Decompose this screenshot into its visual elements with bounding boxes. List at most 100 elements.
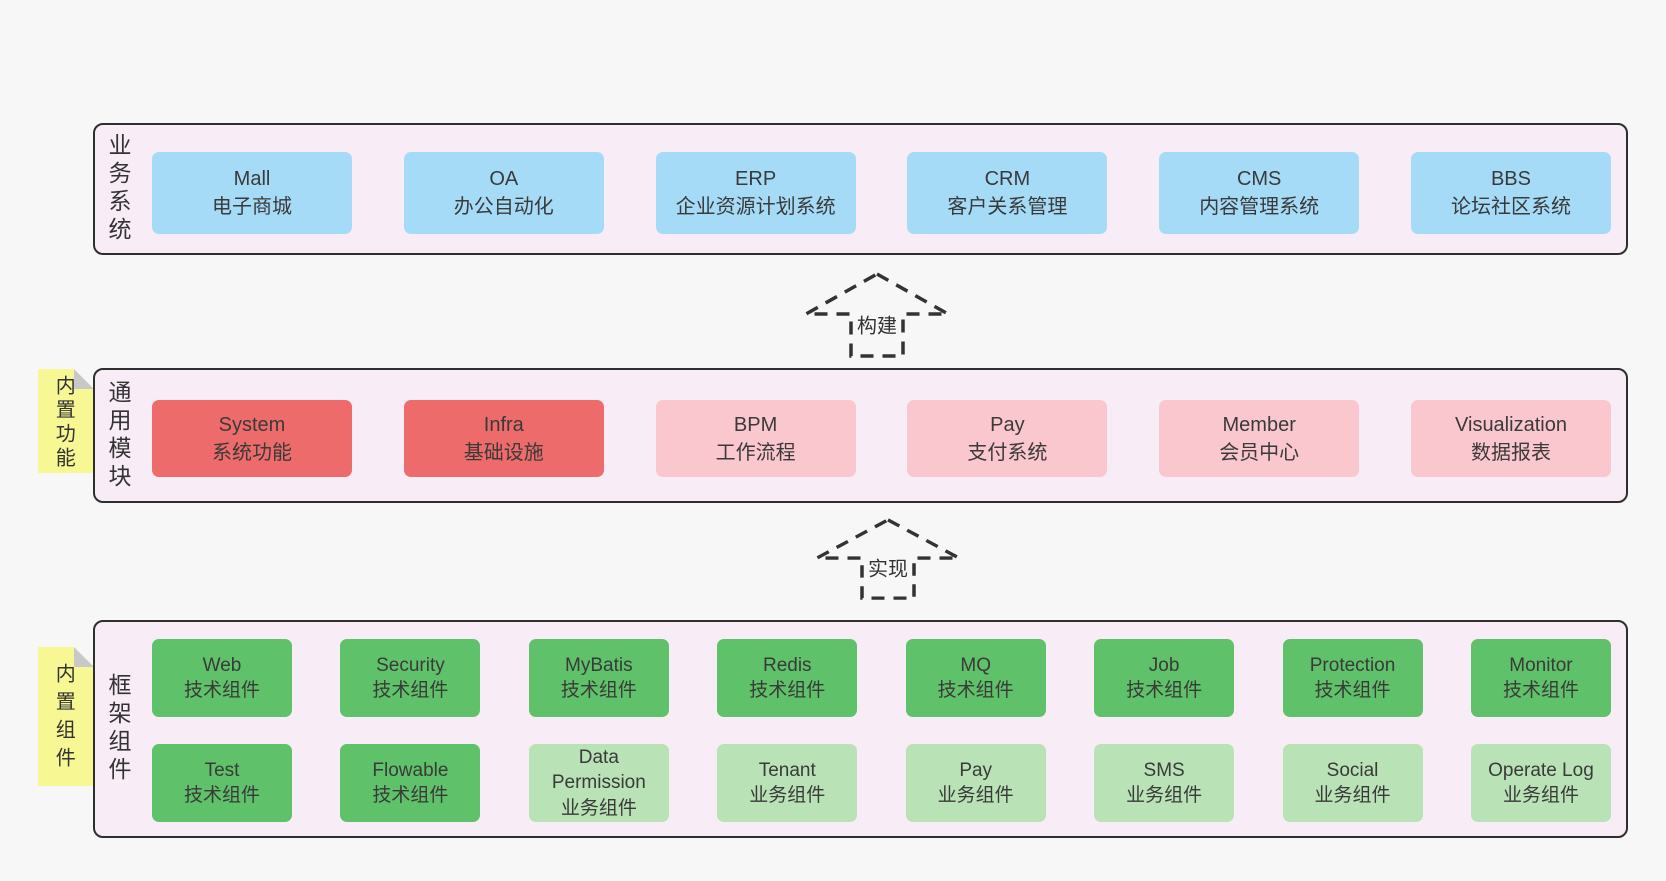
sticky-note-built-in-functions: 内置功能 [38, 369, 94, 473]
box-name: MQ [960, 654, 991, 676]
folded-corner-icon [74, 369, 94, 389]
box-name: Job [1148, 654, 1180, 676]
band-business-systems: 业务系统 Mall 电子商城 OA 办公自动化 ERP 企业资源计划系统 CRM… [93, 123, 1628, 255]
box-name: BPM [733, 413, 778, 436]
box-desc: 业务组件 [1502, 785, 1579, 806]
box-mq: MQ 技术组件 [905, 639, 1046, 717]
box-name: CMS [1236, 168, 1282, 190]
box-job: Job 技术组件 [1094, 639, 1235, 717]
box-desc: 业务组件 [1126, 785, 1203, 806]
box-desc: 技术组件 [372, 785, 449, 806]
box-cms: CMS 内容管理系统 [1159, 152, 1360, 234]
box-desc: 技术组件 [372, 680, 449, 701]
box-desc: 企业资源计划系统 [675, 196, 836, 218]
box-name: Data Permission [551, 747, 646, 794]
box-system: System 系统功能 [152, 400, 352, 477]
box-desc: 工作流程 [715, 441, 796, 464]
box-desc: 业务组件 [749, 785, 826, 806]
box-monitor: Monitor 技术组件 [1470, 639, 1611, 717]
box-data-permission: Data Permission 业务组件 [528, 744, 669, 822]
box-name: Tenant [758, 759, 816, 781]
box-name: CRM [984, 168, 1031, 190]
box-protection: Protection 技术组件 [1282, 639, 1423, 717]
sticky-note-built-in-components: 内置组件 [38, 647, 94, 786]
box-desc: 技术组件 [1502, 680, 1579, 701]
band-framework-components: 框架组件 Web 技术组件 Security 技术组件 MyBatis 技术组件… [93, 620, 1628, 838]
box-desc: 技术组件 [1126, 680, 1203, 701]
box-infra: Infra 基础设施 [403, 400, 604, 477]
framework-row-1: Web 技术组件 Security 技术组件 MyBatis 技术组件 Redi… [152, 639, 1611, 717]
box-name: Visualization [1455, 413, 1567, 436]
box-redis: Redis 技术组件 [717, 639, 858, 717]
box-name: MyBatis [565, 654, 633, 676]
box-name: Security [376, 654, 445, 676]
box-pay-module: Pay 支付系统 [907, 400, 1108, 477]
box-name: Protection [1309, 654, 1396, 676]
box-name: SMS [1143, 759, 1185, 781]
box-name: Monitor [1509, 654, 1573, 676]
box-mall: Mall 电子商城 [152, 152, 352, 234]
box-desc: 数据报表 [1470, 441, 1551, 464]
box-desc: 技术组件 [749, 680, 826, 701]
box-oa: OA 办公自动化 [403, 152, 604, 234]
framework-row-2: Test 技术组件 Flowable 技术组件 Data Permission … [152, 744, 1611, 822]
box-security: Security 技术组件 [340, 639, 481, 717]
box-desc: 支付系统 [967, 441, 1048, 464]
band-label-common-modules: 通用模块 [105, 379, 131, 492]
box-erp: ERP 企业资源计划系统 [655, 152, 856, 234]
box-flowable: Flowable 技术组件 [340, 744, 481, 822]
box-crm: CRM 客户关系管理 [907, 152, 1108, 234]
business-system-boxes: Mall 电子商城 OA 办公自动化 ERP 企业资源计划系统 CRM 客户关系… [152, 152, 1611, 234]
box-name: Flowable [372, 759, 449, 781]
box-name: Mall [233, 168, 271, 190]
box-name: Web [202, 654, 242, 676]
box-desc: 技术组件 [183, 680, 260, 701]
box-mybatis: MyBatis 技术组件 [528, 639, 669, 717]
box-name: BBS [1490, 168, 1531, 190]
box-desc: 客户关系管理 [947, 196, 1068, 218]
box-name: Infra [483, 413, 524, 436]
up-arrow-icon [813, 517, 963, 600]
box-name: Operate Log [1488, 759, 1594, 781]
box-bbs: BBS 论坛社区系统 [1410, 152, 1611, 234]
framework-component-rows: Web 技术组件 Security 技术组件 MyBatis 技术组件 Redi… [152, 639, 1611, 822]
box-name: System [218, 413, 286, 436]
box-desc: 技术组件 [937, 680, 1014, 701]
box-name: Member [1222, 413, 1296, 436]
box-visualization: Visualization 数据报表 [1410, 400, 1611, 477]
box-desc: 基础设施 [463, 441, 544, 464]
box-social: Social 业务组件 [1282, 744, 1423, 822]
box-pay-component: Pay 业务组件 [905, 744, 1046, 822]
box-member: Member 会员中心 [1159, 400, 1360, 477]
sticky-note-label: 内置组件 [52, 663, 75, 776]
box-desc: 业务组件 [1314, 785, 1391, 806]
folded-corner-icon [74, 647, 94, 667]
arrow-label-implement: 实现 [865, 552, 911, 582]
box-desc: 技术组件 [560, 680, 637, 701]
band-label-business-systems: 业务系统 [105, 133, 131, 245]
box-tenant: Tenant 业务组件 [717, 744, 858, 822]
dashed-up-arrow-implement: 实现 [813, 517, 963, 601]
box-name: Test [204, 759, 240, 781]
box-desc: 内容管理系统 [1199, 196, 1320, 218]
box-desc: 业务组件 [560, 797, 637, 819]
common-module-boxes: System 系统功能 Infra 基础设施 BPM 工作流程 Pay 支付系统… [152, 400, 1611, 477]
box-test: Test 技术组件 [152, 744, 292, 822]
box-name: Pay [990, 413, 1025, 436]
box-name: ERP [735, 168, 777, 190]
up-arrow-icon [802, 271, 952, 358]
band-label-framework-components: 框架组件 [105, 673, 131, 785]
box-name: OA [489, 168, 519, 190]
box-desc: 业务组件 [937, 785, 1014, 806]
dashed-up-arrow-build: 构建 [802, 271, 952, 359]
box-name: Social [1326, 759, 1379, 781]
band-common-modules: 通用模块 System 系统功能 Infra 基础设施 BPM 工作流程 Pay… [93, 368, 1628, 503]
box-name: Pay [959, 759, 993, 781]
box-desc: 技术组件 [1314, 680, 1391, 701]
box-name: Redis [762, 654, 812, 676]
box-bpm: BPM 工作流程 [655, 400, 856, 477]
box-desc: 会员中心 [1219, 441, 1300, 464]
box-operate-log: Operate Log 业务组件 [1470, 744, 1611, 822]
box-sms: SMS 业务组件 [1094, 744, 1235, 822]
